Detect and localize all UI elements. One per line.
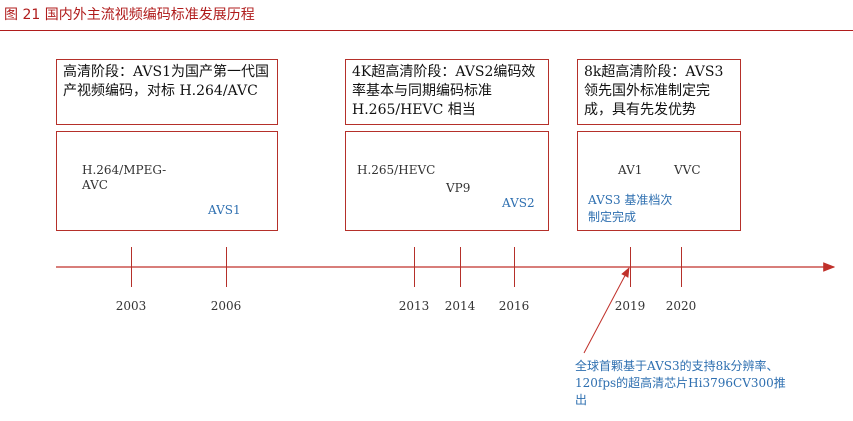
- standard-label-avs3: AVS3 基准档次制定完成: [588, 193, 673, 224]
- stage-box-8k: 8k超高清阶段：AVS3领先国外标准制定完成，具有先发优势: [577, 59, 741, 125]
- tick-2014: [460, 247, 461, 287]
- detail-box-8k: [577, 131, 741, 231]
- stage-text-4k: 4K超高清阶段：AVS2编码效率基本与同期编码标准 H.265/HEVC 相当: [352, 64, 536, 118]
- year-label-2003: 2003: [115, 299, 147, 313]
- year-label-2006: 2006: [210, 299, 242, 313]
- standard-label-h264: H.264/MPEG-AVC: [82, 163, 167, 192]
- stage-text-hd: 高清阶段：AVS1为国产第一代国产视频编码，对标 H.264/AVC: [63, 64, 270, 99]
- annotation-note: 全球首颗基于AVS3的支持8k分辨率、120fps的超高清芯片Hi3796CV3…: [575, 359, 786, 407]
- year-label-2020: 2020: [665, 299, 697, 313]
- tick-2006: [226, 247, 227, 287]
- year-label-2019: 2019: [614, 299, 646, 313]
- standard-label-h265: H.265/HEVC: [357, 163, 436, 177]
- standard-label-vp9: VP9: [446, 181, 471, 195]
- stage-box-4k: 4K超高清阶段：AVS2编码效率基本与同期编码标准 H.265/HEVC 相当: [345, 59, 549, 125]
- stage-text-8k: 8k超高清阶段：AVS3领先国外标准制定完成，具有先发优势: [584, 64, 724, 118]
- tick-2019: [630, 247, 631, 287]
- standard-label-vvc: VVC: [674, 163, 701, 177]
- title-rule: [0, 30, 853, 31]
- tick-2020: [681, 247, 682, 287]
- year-label-2014: 2014: [444, 299, 476, 313]
- figure-title: 图 21 国内外主流视频编码标准发展历程: [4, 7, 255, 23]
- standard-label-avs1: AVS1: [208, 203, 241, 217]
- standard-label-av1: AV1: [618, 163, 643, 177]
- year-label-2016: 2016: [498, 299, 530, 313]
- year-label-2013: 2013: [398, 299, 430, 313]
- tick-2003: [131, 247, 132, 287]
- standard-label-avs2: AVS2: [502, 196, 535, 210]
- stage-box-hd: 高清阶段：AVS1为国产第一代国产视频编码，对标 H.264/AVC: [56, 59, 278, 125]
- annotation-arrow: [583, 267, 630, 354]
- tick-2016: [514, 247, 515, 287]
- detail-box-hd: [56, 131, 278, 231]
- detail-box-4k: [345, 131, 549, 231]
- tick-2013: [414, 247, 415, 287]
